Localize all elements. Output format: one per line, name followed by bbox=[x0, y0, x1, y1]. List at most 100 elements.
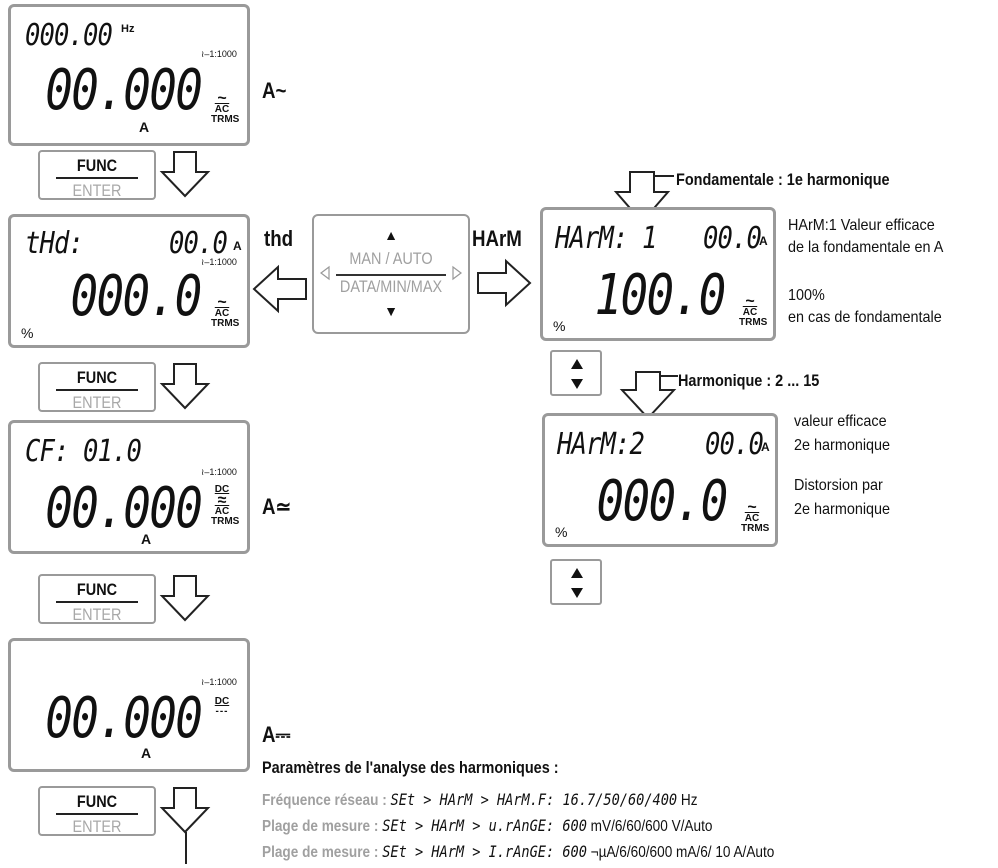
lcd-harmonic-1: HArM: 1 00.0 A 100.0 % ~ AC TRMS bbox=[540, 207, 776, 341]
func-label: FUNC bbox=[76, 368, 118, 387]
up-arrow-icon bbox=[571, 359, 583, 369]
lcd-crest-factor: CF: 01.0 ≀–1:1000 00.000 A DC ≈ AC TRMS bbox=[8, 420, 250, 554]
ac-current-mode-label: A~ bbox=[262, 78, 287, 103]
ac-label: AC bbox=[214, 104, 230, 115]
harmonic-caption: HArM:2 bbox=[557, 427, 645, 462]
param-path: SEt > HArM > I.rAnGE: 600 bbox=[382, 842, 587, 861]
trms-label: TRMS bbox=[211, 114, 240, 125]
harmonic-main-readout: 100.0 bbox=[594, 263, 727, 328]
dc-label: DC bbox=[214, 484, 230, 495]
clamp-scale-indicator: ≀–1:1000 bbox=[201, 257, 237, 267]
trms-label: TRMS bbox=[211, 516, 240, 527]
func-enter-key[interactable]: FUNC ENTER bbox=[38, 150, 156, 200]
param-key: Fréquence réseau : bbox=[262, 792, 387, 809]
fundamental-header: Fondamentale : 1e harmonique bbox=[676, 170, 890, 189]
note-distortion: Distorsion par bbox=[794, 477, 883, 494]
man-auto-label: MAN / AUTO bbox=[349, 249, 433, 268]
trms-label: TRMS bbox=[211, 318, 240, 329]
harmonic-range-header: Harmonique : 2 ... 15 bbox=[678, 371, 820, 390]
arrow-down-icon bbox=[159, 575, 211, 622]
thd-main-readout: 000.0 bbox=[70, 264, 203, 329]
dc-dashes: --- bbox=[215, 706, 229, 717]
enter-label: ENTER bbox=[72, 181, 122, 200]
param-voltage-range: Plage de mesure : SEt > HArM > u.rAnGE: … bbox=[262, 816, 712, 836]
func-label: FUNC bbox=[76, 580, 118, 599]
harmonic-parameters-title: Paramètres de l'analyse des harmoniques … bbox=[262, 758, 559, 777]
left-triangle-icon bbox=[320, 265, 330, 281]
data-min-max-label: DATA/MIN/MAX bbox=[339, 277, 443, 296]
divider bbox=[56, 177, 138, 179]
ac-tilde-symbol: ~ bbox=[747, 499, 757, 516]
down-arrow-icon bbox=[571, 588, 583, 598]
percent-unit: % bbox=[555, 524, 568, 540]
ac-trms-indicator: ~ AC TRMS bbox=[741, 499, 770, 534]
ac-label: AC bbox=[214, 506, 230, 517]
up-arrow-icon: ▲ bbox=[384, 227, 398, 243]
frequency-unit: Hz bbox=[121, 23, 135, 35]
ac-label: AC bbox=[742, 307, 758, 318]
note-fundamental-case: en cas de fondamentale bbox=[788, 309, 942, 326]
enter-label: ENTER bbox=[72, 817, 122, 836]
func-enter-key[interactable]: FUNC ENTER bbox=[38, 362, 156, 412]
clamp-scale-indicator: ≀–1:1000 bbox=[201, 49, 237, 59]
ac-trms-indicator: ~ AC TRMS bbox=[211, 90, 240, 125]
thd-mode-label: thd bbox=[264, 226, 294, 251]
ac-trms-indicator: ~ AC TRMS bbox=[211, 294, 240, 329]
up-down-key[interactable] bbox=[550, 350, 602, 396]
up-arrow-icon bbox=[571, 568, 583, 578]
harmonic-caption: HArM: 1 bbox=[555, 221, 657, 256]
param-path: SEt > HArM > HArM.F: 16.7/50/60/400 bbox=[390, 790, 678, 809]
func-label: FUNC bbox=[76, 792, 118, 811]
ac-tilde-symbol: ~ bbox=[217, 294, 227, 311]
main-readout: 00.000 bbox=[44, 686, 203, 751]
thd-caption: tHd: bbox=[25, 226, 84, 261]
ac-tilde-symbol: ~ bbox=[217, 90, 227, 107]
main-unit: A bbox=[141, 745, 152, 761]
lcd-frequency-ac-current: 000.00 Hz ≀–1:1000 00.000 A ~ AC TRMS bbox=[8, 4, 250, 146]
trms-label: TRMS bbox=[741, 523, 770, 534]
param-key: Plage de mesure : bbox=[262, 818, 379, 835]
param-path: SEt > HArM > u.rAnGE: 600 bbox=[382, 816, 587, 835]
up-down-key[interactable] bbox=[550, 559, 602, 605]
divider bbox=[56, 813, 138, 815]
func-enter-key[interactable]: FUNC ENTER bbox=[38, 786, 156, 836]
lcd-harmonic-2: HArM:2 00.0 A 000.0 % ~ AC TRMS bbox=[542, 413, 778, 547]
param-unit: Hz bbox=[680, 792, 698, 809]
harmonic-current-readout: 00.0 bbox=[705, 427, 764, 462]
harmonic-current-readout: 00.0 bbox=[703, 221, 762, 256]
down-arrow-icon: ▼ bbox=[384, 303, 398, 319]
note-100-percent: 100% bbox=[788, 287, 825, 304]
enter-label: ENTER bbox=[72, 605, 122, 624]
ac-trms-indicator: ~ AC TRMS bbox=[739, 293, 768, 328]
trms-label: TRMS bbox=[739, 317, 768, 328]
arrow-down-icon bbox=[159, 787, 211, 834]
acdc-current-mode-label: A≃ bbox=[262, 494, 292, 519]
ac-label: AC bbox=[744, 513, 760, 524]
right-triangle-icon bbox=[452, 265, 462, 281]
ac-label: AC bbox=[214, 308, 230, 319]
note-harmonic-rms-order: 2e harmonique bbox=[794, 437, 891, 454]
arrow-down-icon bbox=[159, 151, 211, 198]
func-enter-key[interactable]: FUNC ENTER bbox=[38, 574, 156, 624]
percent-unit: % bbox=[21, 325, 34, 341]
clamp-scale-indicator: ≀–1:1000 bbox=[201, 677, 237, 687]
down-arrow-icon bbox=[571, 379, 583, 389]
acdc-trms-indicator: DC ≈ AC TRMS bbox=[211, 484, 240, 527]
clamp-scale-indicator: ≀–1:1000 bbox=[201, 467, 237, 477]
lcd-thd: tHd: 00.0 A ≀–1:1000 000.0 % ~ AC TRMS bbox=[8, 214, 250, 348]
man-auto-data-key[interactable]: ▲ MAN / AUTO DATA/MIN/MAX ▼ bbox=[312, 214, 470, 334]
dc-current-mode-label: A⎓ bbox=[262, 722, 291, 747]
harmonic-current-unit: A bbox=[761, 440, 770, 454]
arrow-down-icon bbox=[619, 371, 678, 420]
ac-tilde-symbol: ~ bbox=[745, 293, 755, 310]
return-line bbox=[185, 832, 187, 864]
main-readout: 00.000 bbox=[44, 476, 203, 541]
divider bbox=[56, 389, 138, 391]
enter-label: ENTER bbox=[72, 393, 122, 412]
main-unit: A bbox=[139, 119, 150, 135]
lcd-dc-current: ≀–1:1000 00.000 A DC --- bbox=[8, 638, 250, 772]
param-unit: ¬µA/6/60/600 mA/6/ 10 A/Auto bbox=[590, 844, 775, 861]
note-fundamental-rms: HArM:1 Valeur efficace bbox=[788, 217, 935, 234]
note-harmonic-rms: valeur efficace bbox=[794, 413, 887, 430]
note-distortion-order: 2e harmonique bbox=[794, 501, 891, 518]
